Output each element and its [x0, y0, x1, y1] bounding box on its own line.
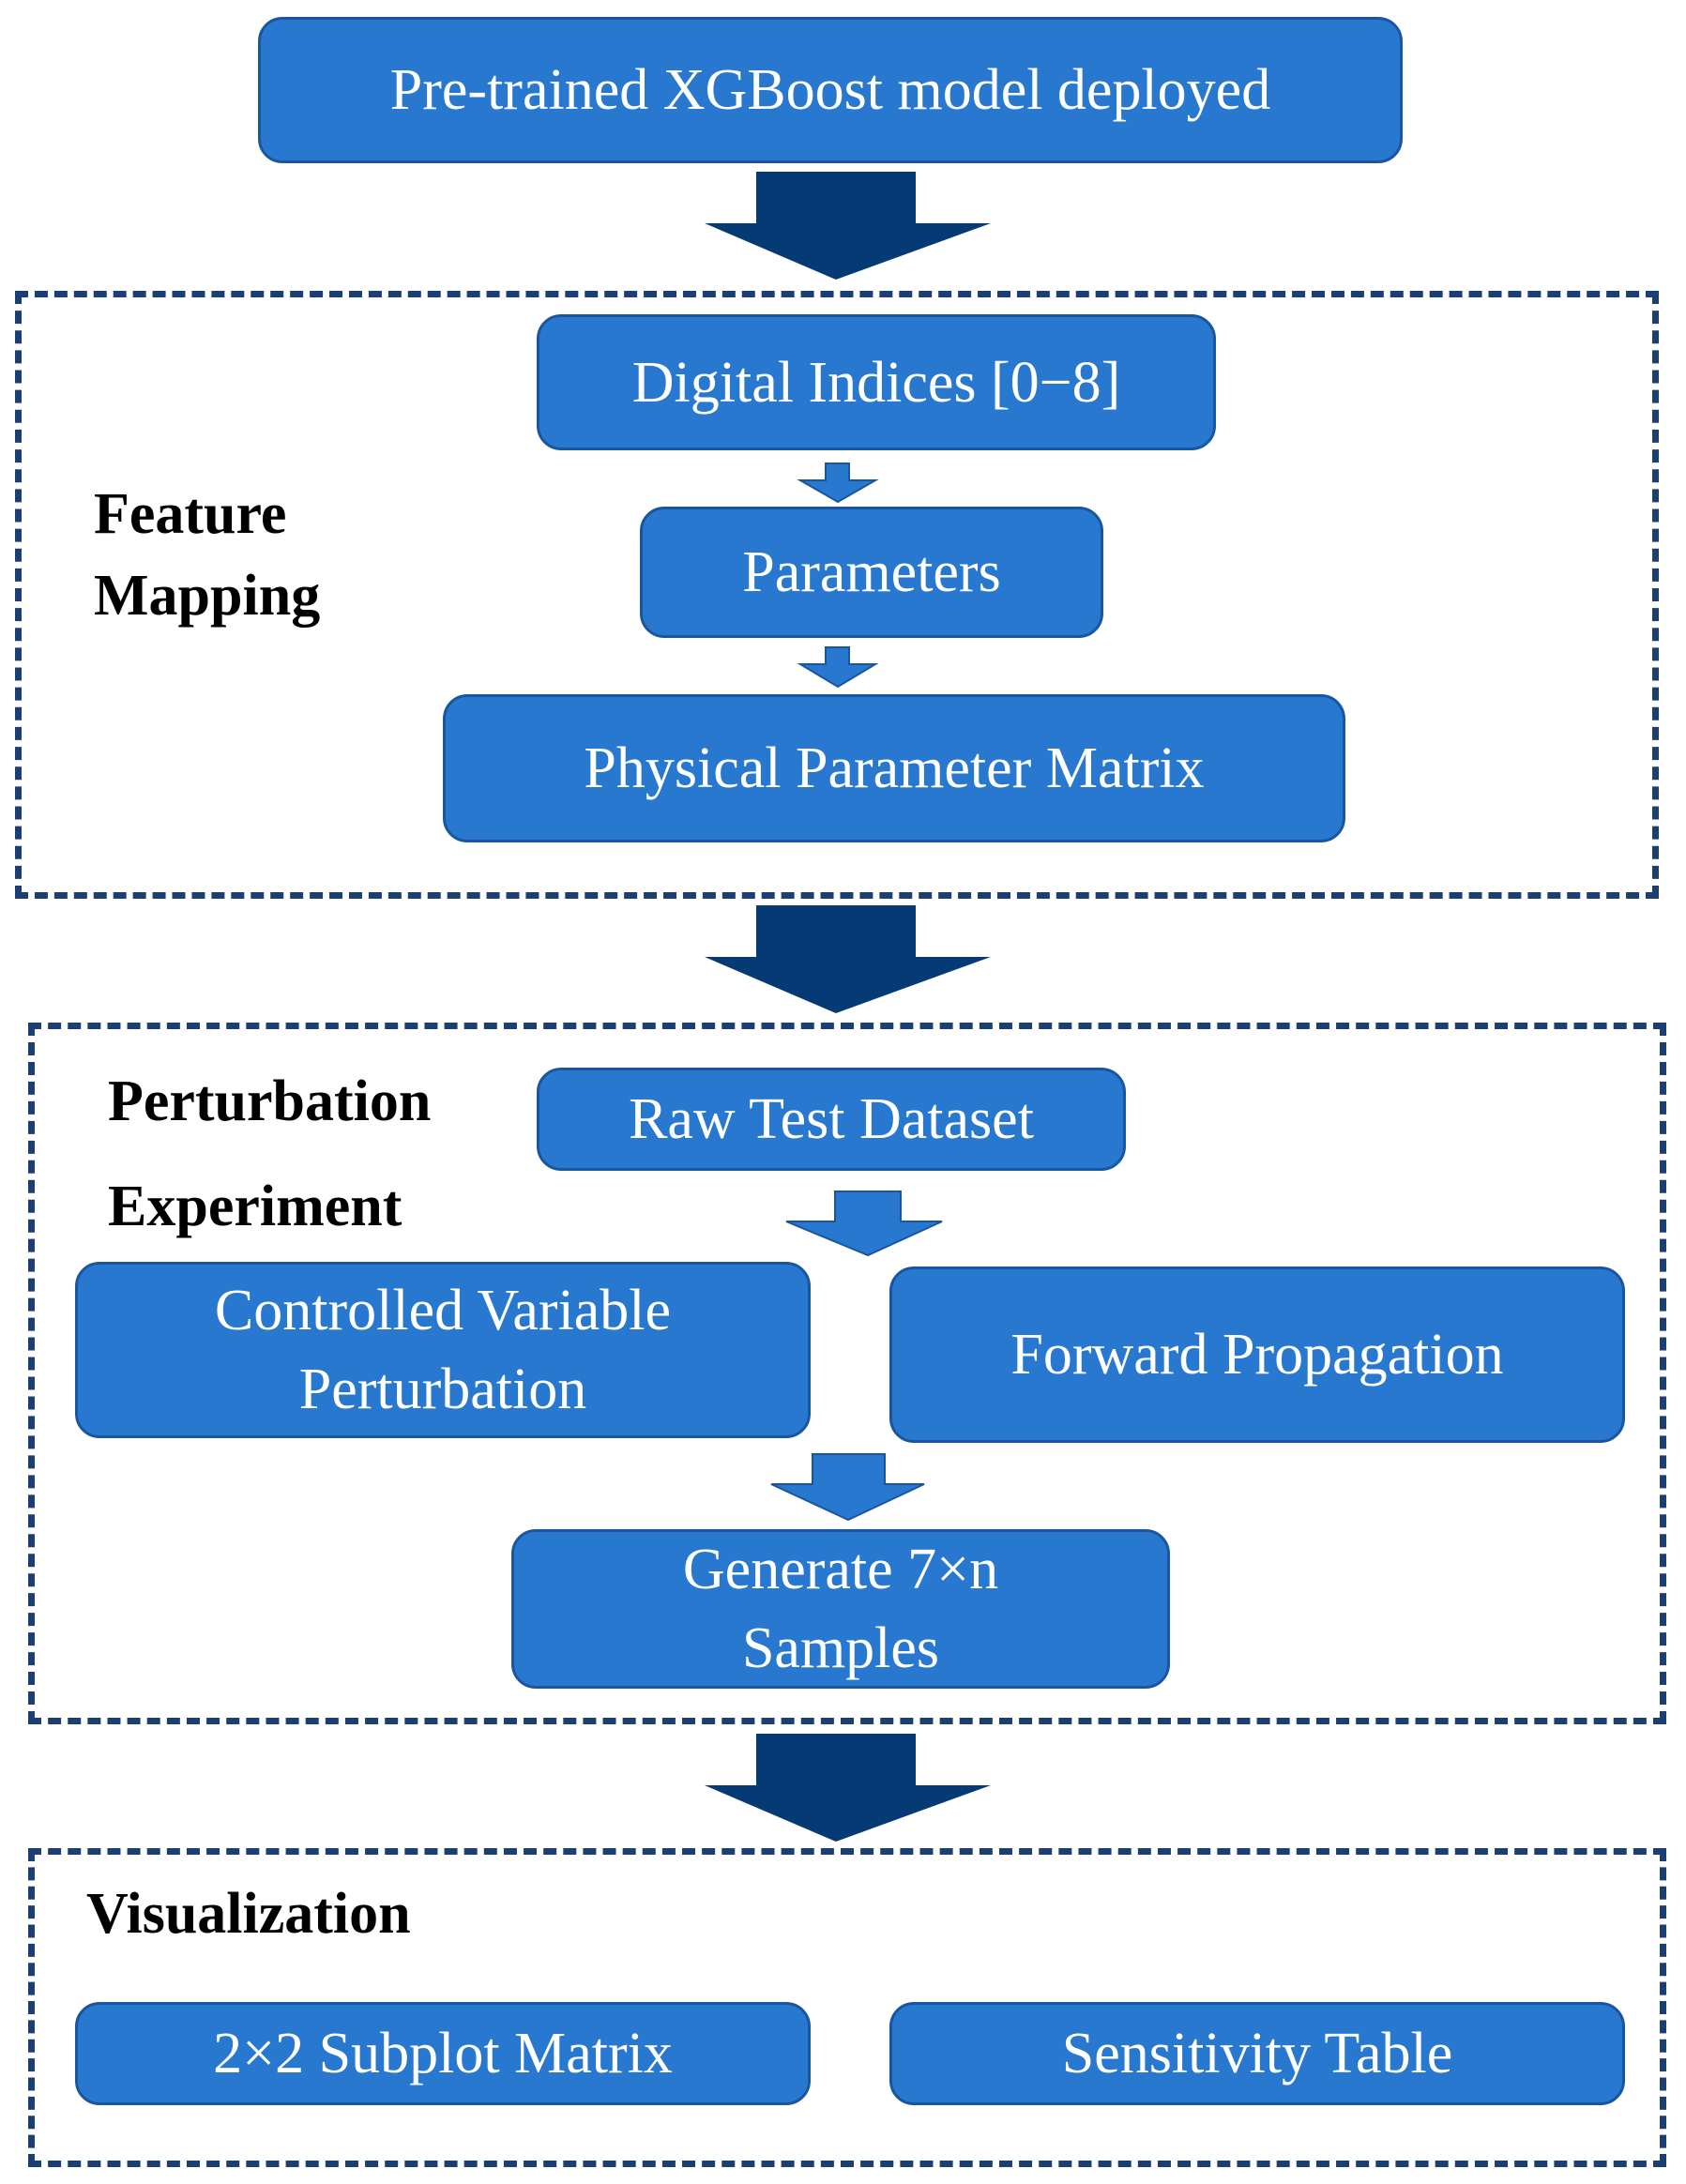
generate-samples-line2: Samples — [741, 1616, 940, 1680]
small-down-arrow-1 — [797, 463, 879, 504]
model-deployed-text: Pre-trained XGBoost model deployed — [389, 58, 1271, 122]
parameters-text: Parameters — [742, 540, 1001, 604]
sensitivity-table-box: Sensitivity Table — [889, 2002, 1625, 2105]
subplot-matrix-text: 2×2 Subplot Matrix — [213, 2022, 673, 2085]
digital-indices-text: Digital Indices [0−8] — [631, 350, 1121, 415]
feature-mapping-label-line1: Feature — [94, 482, 287, 546]
physical-matrix-text: Physical Parameter Matrix — [584, 736, 1205, 800]
raw-dataset-text: Raw Test Dataset — [629, 1087, 1034, 1151]
perturbation-label-line2: Experiment — [108, 1175, 403, 1238]
digital-indices-box: Digital Indices [0−8] — [537, 314, 1216, 450]
feature-mapping-group — [15, 291, 1659, 899]
big-down-arrow-1 — [705, 172, 991, 280]
visualization-group — [28, 1848, 1666, 2167]
controlled-variable-line1: Controlled Variable — [214, 1279, 672, 1342]
feature-mapping-label-line2: Mapping — [94, 563, 321, 628]
model-deployed-box: Pre-trained XGBoost model deployed — [258, 17, 1403, 163]
controlled-variable-line2: Perturbation — [298, 1357, 587, 1421]
medium-down-arrow-1 — [785, 1191, 943, 1257]
physical-matrix-box: Physical Parameter Matrix — [443, 694, 1345, 842]
feature-mapping-label: Feature Mapping — [94, 474, 320, 637]
forward-propagation-box: Forward Propagation — [889, 1266, 1625, 1443]
perturbation-label: Perturbation Experiment — [108, 1049, 431, 1259]
perturbation-label-line1: Perturbation — [108, 1069, 432, 1133]
visualization-label: Visualization — [86, 1882, 411, 1946]
big-down-arrow-2 — [705, 905, 991, 1013]
generate-samples-box: Generate 7×n Samples — [511, 1529, 1170, 1689]
big-down-arrow-3 — [705, 1734, 991, 1842]
sensitivity-table-text: Sensitivity Table — [1061, 2022, 1453, 2085]
small-down-arrow-2 — [797, 646, 879, 689]
subplot-matrix-box: 2×2 Subplot Matrix — [75, 2002, 811, 2105]
medium-down-arrow-2 — [770, 1453, 925, 1522]
controlled-variable-box: Controlled Variable Perturbation — [75, 1262, 811, 1438]
parameters-box: Parameters — [640, 507, 1103, 638]
generate-samples-line1: Generate 7×n — [682, 1538, 999, 1601]
perturbation-group — [28, 1023, 1666, 1724]
raw-dataset-box: Raw Test Dataset — [537, 1068, 1126, 1171]
forward-propagation-text: Forward Propagation — [1010, 1323, 1504, 1387]
